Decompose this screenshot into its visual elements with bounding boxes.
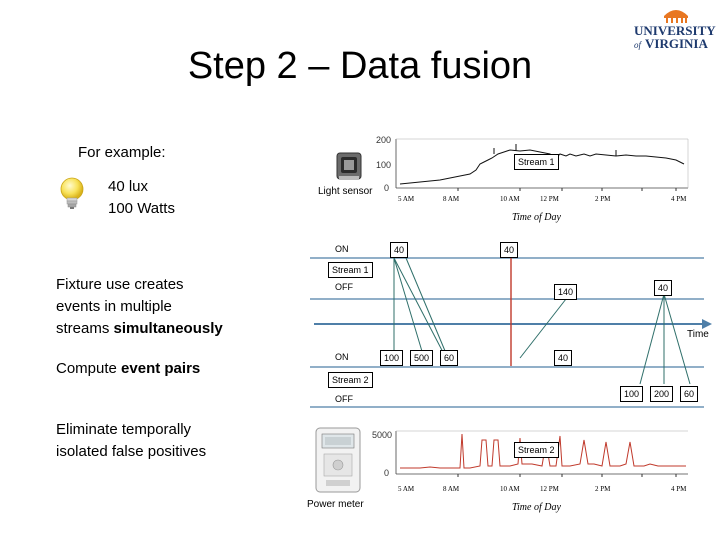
stream2-on-label: ON: [332, 350, 352, 364]
light-x-title: Time of Day: [512, 212, 561, 223]
power-x-tick: 2 PM: [595, 485, 611, 493]
compute-line: Compute event pairs: [56, 358, 200, 380]
light-chart-plot: 200 100 0: [376, 135, 689, 193]
connector: [393, 257, 447, 359]
power-y-tick-5000: 5000: [372, 430, 392, 440]
fixture-line-3-b: simultaneously: [113, 320, 223, 337]
stream2-event: 100: [380, 350, 404, 366]
logo-line-2: of: [634, 40, 642, 50]
power-stream-label: Stream 2: [514, 442, 559, 458]
power-meter-label: Power meter: [307, 499, 364, 510]
stream2-label: Stream 2: [328, 372, 373, 388]
power-x-tick: 4 PM: [671, 485, 687, 493]
stream2-event: 60: [440, 350, 459, 366]
stream1-on-label: ON: [332, 242, 352, 256]
fixture-line-1: Fixture use creates: [56, 276, 184, 293]
light-x-tick: 2 PM: [595, 195, 611, 203]
lux-value: 40 lux: [108, 178, 149, 195]
time-label: Time: [687, 329, 709, 340]
logo-line-1: UNIVERSITY: [634, 23, 716, 38]
rotunda-icon: [664, 10, 688, 23]
light-stream-label: Stream 1: [514, 154, 559, 170]
fixture-line-3-a: streams: [56, 320, 114, 337]
stream2-off-label: OFF: [332, 392, 356, 406]
power-x-tick: 12 PM: [540, 485, 559, 493]
slide-title: Step 2 – Data fusion: [187, 45, 533, 87]
watts-value: 100 Watts: [108, 200, 175, 217]
compute-line-a: Compute: [56, 360, 122, 377]
light-x-tick: 5 AM: [398, 195, 415, 203]
stream1-event: 40: [500, 242, 519, 258]
light-sensor-label: Light sensor: [318, 186, 373, 197]
light-x-tick: 4 PM: [671, 195, 687, 203]
lightbulb-icon: [58, 176, 86, 221]
eliminate-line-1: Eliminate temporally: [56, 421, 192, 438]
light-y-tick-200: 200: [376, 135, 391, 145]
logo-line-3: VIRGINIA: [645, 36, 708, 51]
power-chart-plot: 5000 0: [372, 430, 688, 478]
connector: [405, 257, 449, 359]
eliminate-line-2: isolated false positives: [56, 443, 207, 460]
stream2-event: 200: [650, 386, 674, 402]
light-sensor-icon: [336, 152, 362, 187]
university-logo: UNIVERSITY of VIRGINIA: [634, 2, 718, 52]
power-x-title: Time of Day: [512, 502, 561, 513]
connector: [639, 293, 665, 385]
fixture-line-2: events in multiple: [56, 298, 172, 315]
stream2-event: 100: [620, 386, 644, 402]
light-y-tick-100: 100: [376, 160, 391, 170]
connector: [393, 257, 425, 359]
light-x-tick: 10 AM: [500, 195, 520, 203]
stream1-label: Stream 1: [328, 262, 373, 278]
light-chart: 200 100 0: [370, 134, 700, 219]
light-y-tick-0: 0: [384, 183, 389, 193]
stream1-off-label: OFF: [332, 280, 356, 294]
example-label: For example:: [78, 144, 166, 161]
connector: [519, 298, 567, 359]
power-x-tick: 10 AM: [500, 485, 520, 493]
light-x-tick: 12 PM: [540, 195, 559, 203]
stream1-event: 140: [554, 284, 578, 300]
stream1-event: 40: [654, 280, 673, 296]
fixture-line-3: streams simultaneously: [56, 318, 223, 340]
power-y-tick-0: 0: [384, 468, 389, 478]
power-chart: 5000 0: [370, 428, 700, 489]
connector: [663, 293, 691, 385]
light-x-tick: 8 AM: [443, 195, 460, 203]
stream2-event: 40: [554, 350, 573, 366]
compute-line-b: event pairs: [121, 360, 201, 377]
time-arrow-icon: [702, 319, 712, 329]
power-x-tick: 5 AM: [398, 485, 415, 493]
stream1-event: 40: [390, 242, 409, 258]
stream2-event: 60: [680, 386, 699, 402]
power-meter-icon: [314, 426, 364, 501]
power-x-tick: 8 AM: [443, 485, 460, 493]
stream2-event: 500: [410, 350, 434, 366]
